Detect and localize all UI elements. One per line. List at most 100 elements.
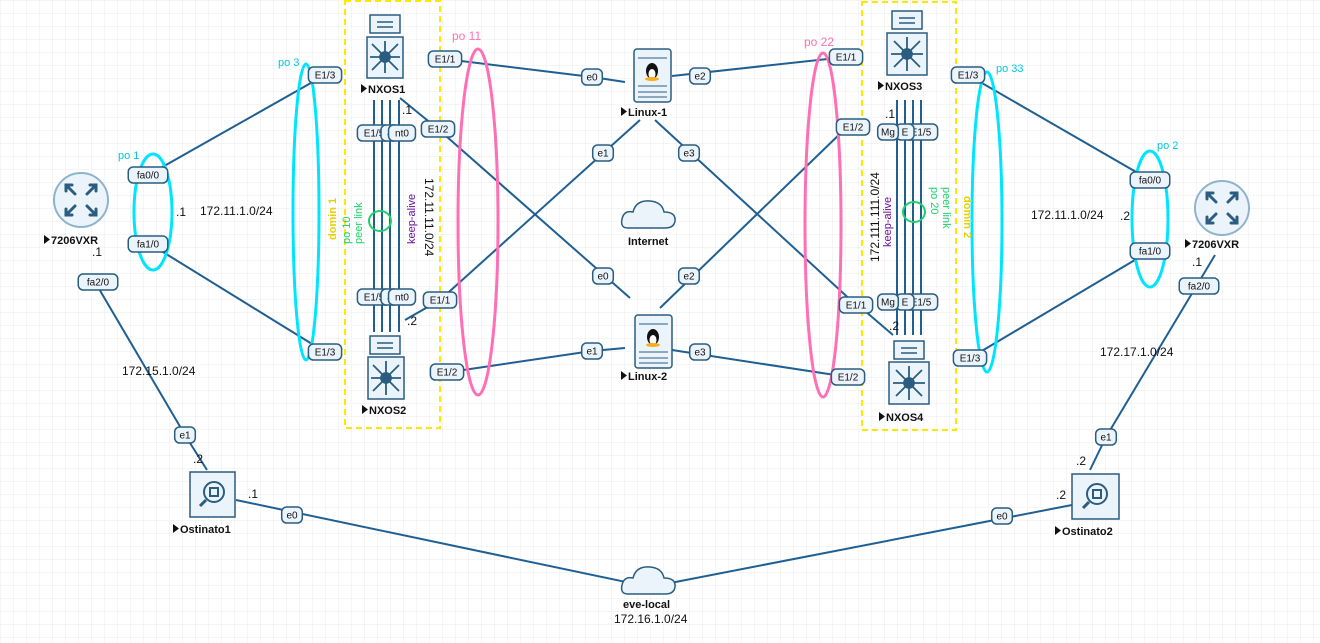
port-o2-e0[interactable]: e0 [990,507,1014,525]
po22-ellipse [803,51,843,399]
port-n2-e11[interactable]: E1/1 [422,291,458,309]
cloud-eve-local[interactable]: eve-local [620,566,676,611]
net-label-15: 172.15.1.0/24 [122,364,196,378]
node-label-eve-local: eve-local [623,599,670,611]
port-r2-fa00[interactable]: fa0/0 [1129,171,1171,189]
port-n4-e12[interactable]: E1/2 [830,368,866,386]
port-n1-e12[interactable]: E1/2 [420,120,456,138]
port-l2-e3[interactable]: e3 [688,343,712,361]
port-r2-fa20[interactable]: fa2/0 [1178,277,1220,295]
node-label-ostinato1: Ostinato1 [180,524,231,536]
port-label: E1/5 [364,293,385,304]
ports-layer: fa0/0fa1/0fa2/0fa0/0fa1/0fa2/0E1/3E1/1E1… [77,48,1220,525]
port-n4-e11[interactable]: E1/1 [838,296,874,314]
server-linux1[interactable]: Linux-1 [628,48,672,119]
port-n3-e12[interactable]: E1/2 [835,118,871,136]
cloud-internet[interactable]: Internet [620,200,676,248]
linux-server-icon [639,323,668,364]
keepalive-net-right: 172.111.111.0/24 [868,172,882,262]
port-label: E1/2 [437,368,458,379]
linux-server-icon [638,57,667,98]
nexus-switch-icon [371,361,401,395]
port-r1-fa10[interactable]: fa1/0 [127,235,169,253]
port-n3-e13[interactable]: E1/3 [950,66,986,84]
port-label: E1/1 [846,301,867,312]
port-label: fa1/0 [137,240,160,251]
domain2-box [861,1,957,431]
nexus-nxos1[interactable]: NXOS1 [366,14,405,96]
host-ostinato2[interactable]: Ostinato2 [1062,473,1120,538]
port-label: Mg [881,298,895,309]
po2-label: po 2 [1157,140,1178,152]
port-r1-fa20[interactable]: fa2/0 [77,273,119,291]
keep-alive-label-left: keep-alive [406,194,418,244]
port-label: E [902,298,909,309]
router-r1[interactable]: 7206VXR [51,172,109,247]
port-label: nt0 [395,293,409,304]
port-label: E1/5 [911,298,932,309]
n3-ka-host: .1 [885,107,895,121]
port-l1-e1[interactable]: e1 [591,144,615,162]
router-r2[interactable]: 7206VXR [1192,180,1250,251]
port-n4-e13[interactable]: E1/3 [952,349,988,367]
port-n1-e13[interactable]: E1/3 [307,66,343,84]
port-o2-e1[interactable]: e1 [1094,428,1118,446]
port-n1-mgmt[interactable]: nt0 [387,124,417,142]
nexus-nxos4[interactable]: NXOS4 [886,340,930,424]
port-label: E1/2 [843,123,864,134]
port-l2-e1[interactable]: e1 [580,342,604,360]
po2-ellipse [1130,149,1170,289]
port-n1-e11[interactable]: E1/1 [427,50,463,68]
node-label-nxos2: NXOS2 [369,405,406,417]
port-n2-mgmt[interactable]: nt0 [387,288,417,306]
port-label: E1/5 [911,128,932,139]
port-r1-fa00[interactable]: fa0/0 [127,166,169,184]
peer-link-marker-left [368,210,392,232]
po10-label: po 10 [341,216,353,244]
cloud-icon [620,200,676,229]
node-label-nxos3: NXOS3 [885,81,922,93]
port-n3-mgmt[interactable]: Mg [876,123,900,141]
port-label: e0 [597,272,609,283]
port-l2-e2[interactable]: e2 [677,267,701,285]
n4-ka-host: .2 [889,319,899,333]
peer-link-label-left: peer link [353,202,365,244]
port-label: e0 [286,511,298,522]
nexus-switch-icon [891,37,923,71]
nexus-nxos2[interactable]: NXOS2 [367,335,406,417]
port-n4-mgmt[interactable]: Mg [876,293,900,311]
port-n2-e12[interactable]: E1/2 [429,363,465,381]
po20-label: po 20 [928,187,940,215]
server-linux2[interactable]: Linux-2 [628,314,673,383]
ostinato-icon [198,481,225,508]
node-label-linux2: Linux-2 [628,371,667,383]
port-label: Mg [881,128,895,139]
nexus-nxos3[interactable]: NXOS3 [885,10,928,93]
port-label: E1/1 [430,296,451,307]
port-label: nt0 [395,129,409,140]
nexus-switch-icon [370,41,400,73]
port-label: e3 [694,348,706,359]
port-n3-e11[interactable]: E1/1 [828,48,864,66]
port-l2-e0[interactable]: e0 [591,267,615,285]
r1-fa20-host: .1 [92,245,102,259]
port-l1-e0[interactable]: e0 [580,68,604,86]
port-label: fa2/0 [1188,282,1211,293]
port-label: e0 [996,512,1008,523]
port-label: E [902,128,909,139]
node-label-nxos1: NXOS1 [368,84,405,96]
port-label: fa1/0 [1139,247,1162,258]
port-l1-e2[interactable]: e2 [688,67,712,85]
port-r2-fa10[interactable]: fa1/0 [1129,242,1171,260]
host-ostinato1[interactable]: Ostinato1 [180,471,236,536]
po22-label: po 22 [804,35,834,49]
o2-e1-host: .2 [1076,454,1086,468]
port-label: E1/2 [428,125,449,136]
ostinato-icon [1081,483,1108,510]
node-label-nxos4: NXOS4 [886,412,924,424]
net-label-r1: 172.11.1.0/24 [200,204,273,218]
port-o1-e0[interactable]: e0 [280,506,304,524]
port-o1-e1[interactable]: e1 [173,426,197,444]
port-l1-e3[interactable]: e3 [677,144,701,162]
port-n2-e13[interactable]: E1/3 [307,343,343,361]
